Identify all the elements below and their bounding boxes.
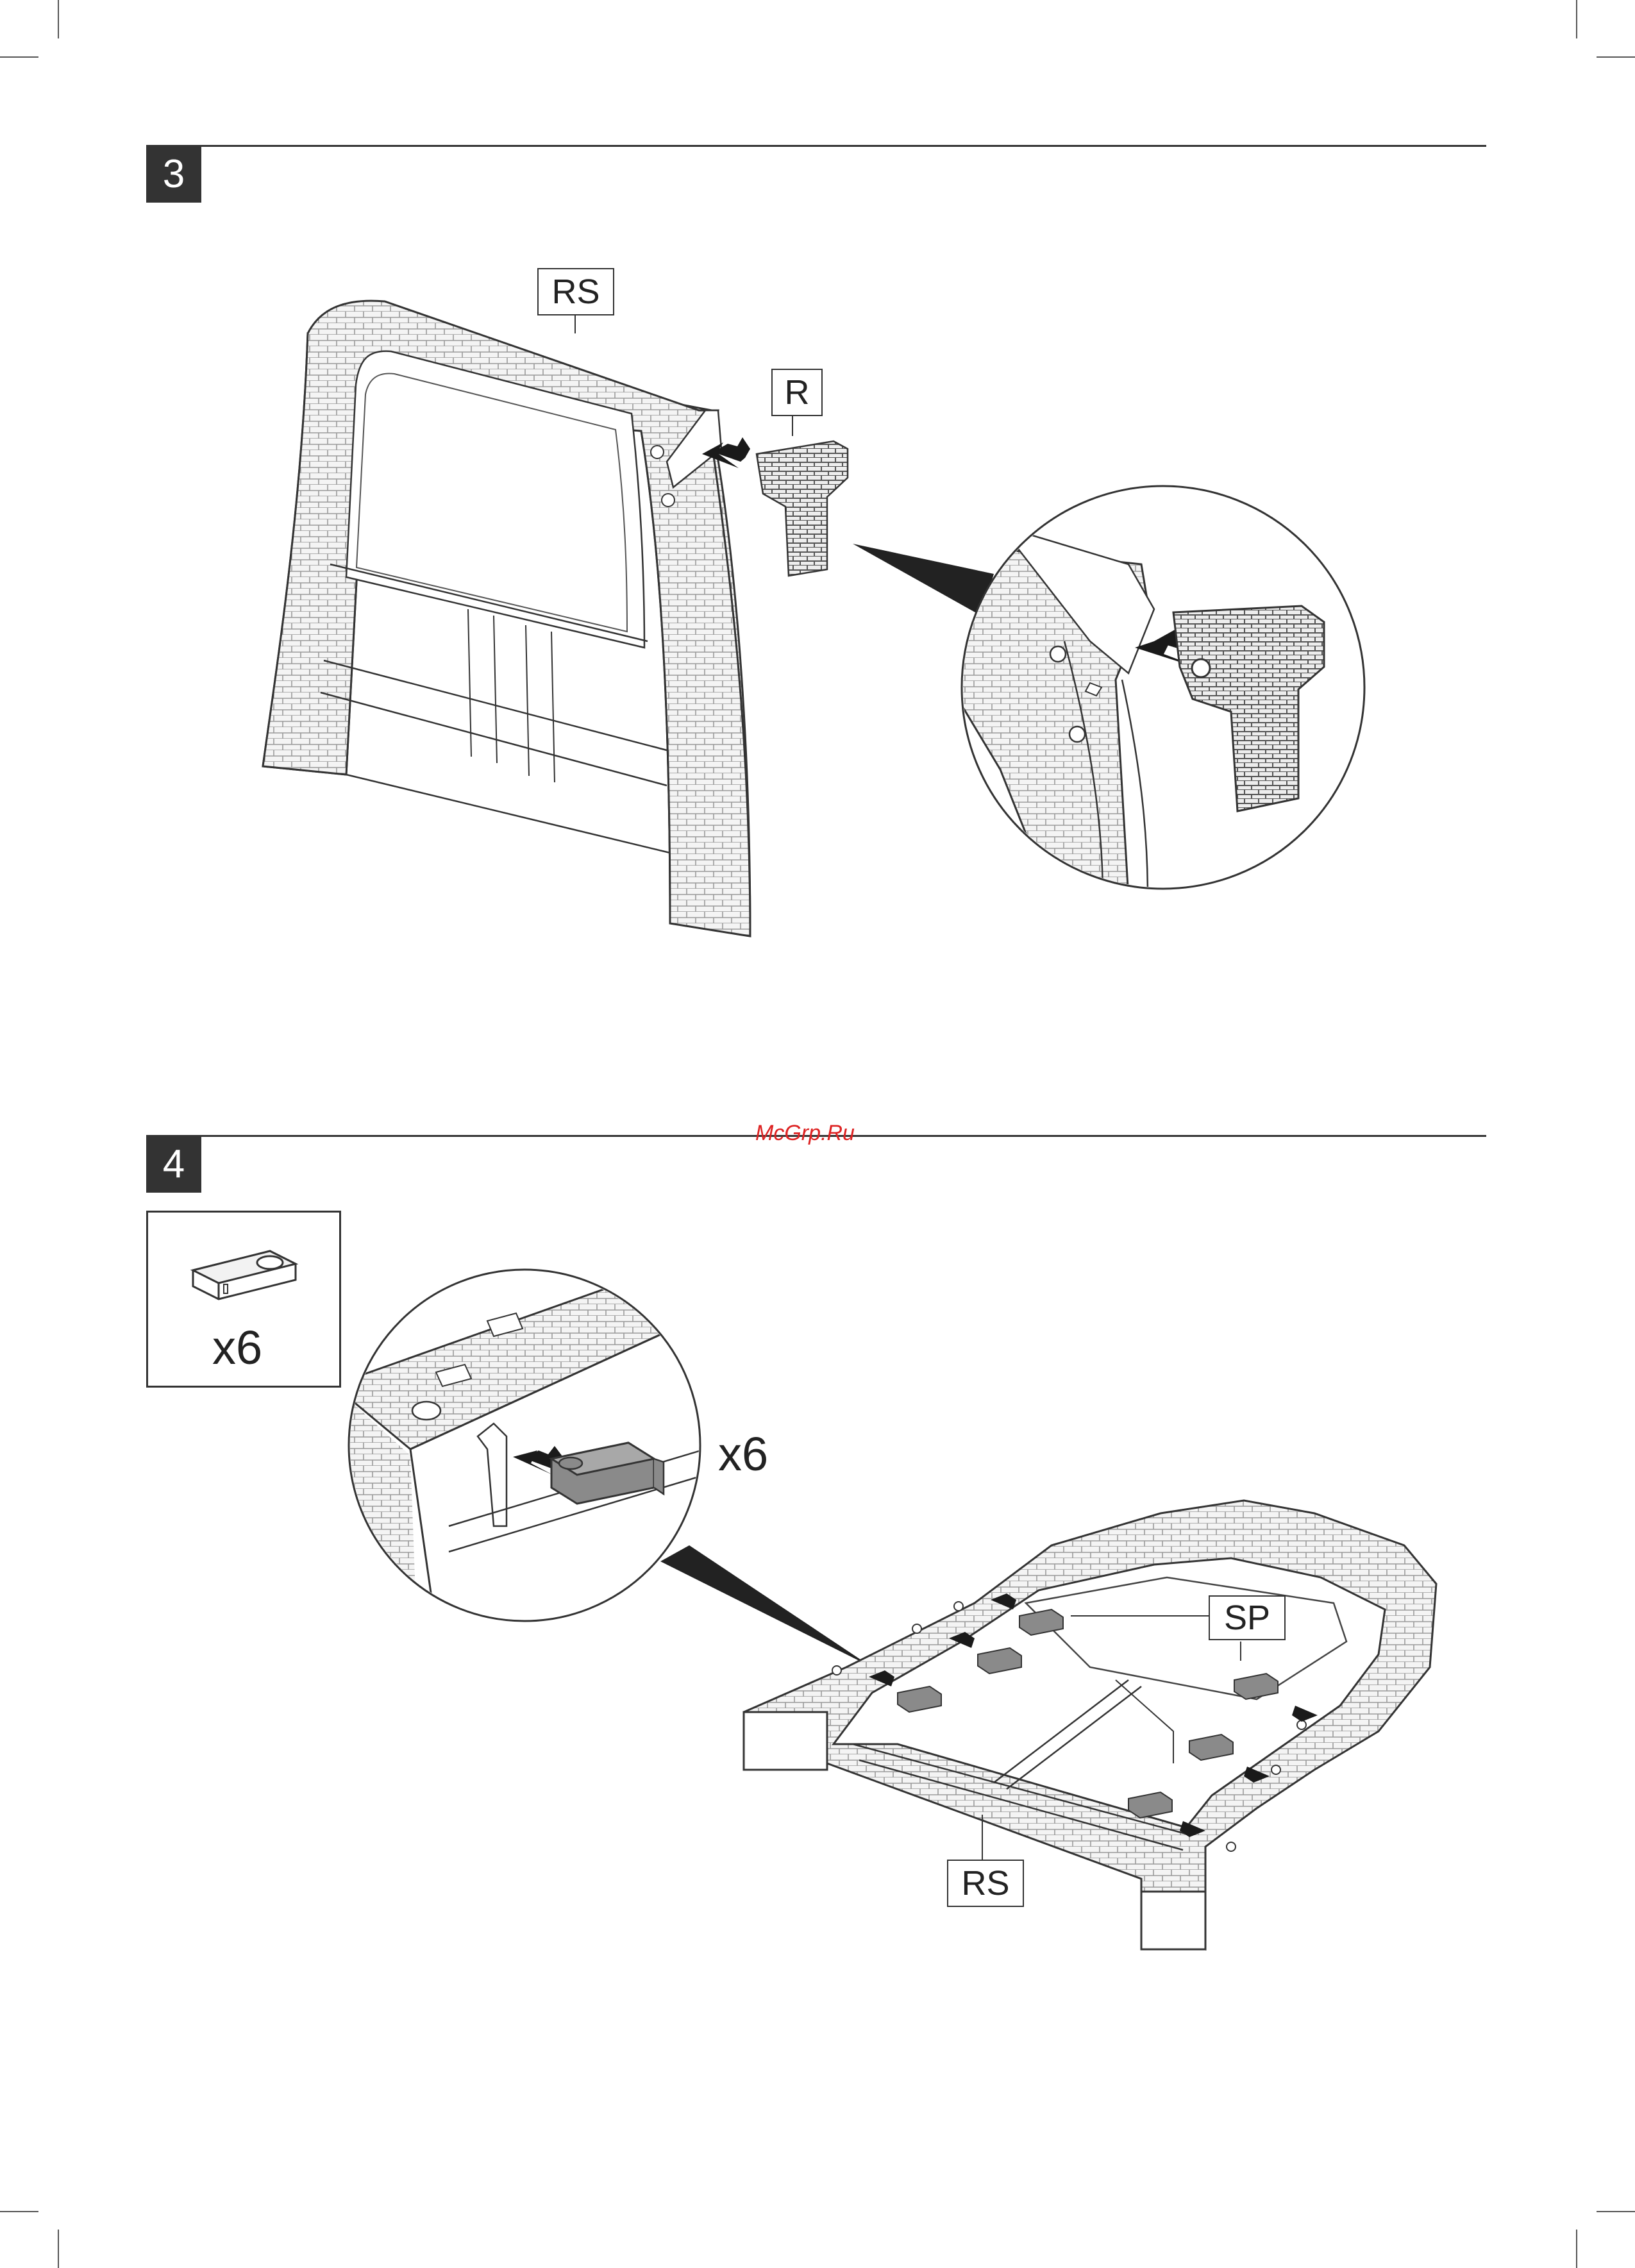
- label-rs-step-4: RS: [947, 1860, 1024, 1907]
- crop-mark: [0, 2211, 38, 2212]
- label-sp-step-4: SP: [1209, 1595, 1286, 1640]
- detail-quantity: x6: [718, 1427, 768, 1481]
- watermark-text: McGrp.Ru: [755, 1121, 855, 1146]
- crop-mark: [58, 2230, 59, 2268]
- step-4-illustration: [0, 1154, 1635, 1988]
- seat-frame-rs: [744, 1500, 1436, 1949]
- zoom-circle-step-4: [333, 1270, 718, 1629]
- rs-leader-step-3: [0, 0, 1635, 1000]
- label-rs-step-3: RS: [537, 268, 614, 315]
- zoom-pointer: [660, 1545, 872, 1667]
- crop-mark: [1597, 2211, 1635, 2212]
- label-r-step-3: R: [771, 369, 823, 416]
- crop-mark: [1576, 2230, 1577, 2268]
